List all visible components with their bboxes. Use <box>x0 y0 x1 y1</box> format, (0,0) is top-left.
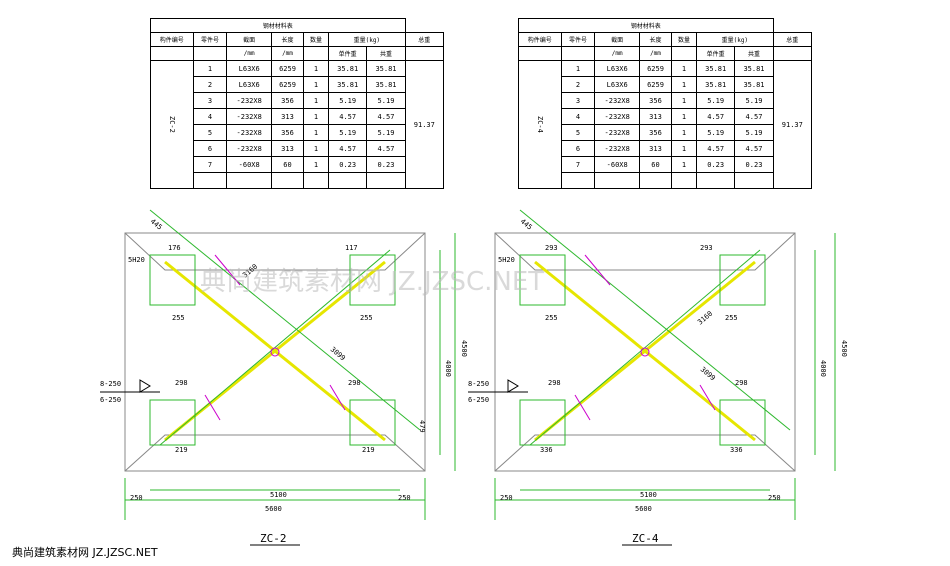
outline <box>124 232 426 472</box>
dim-label: 255 <box>360 314 373 322</box>
dim-label: 250 <box>398 494 411 502</box>
bolt-label: 8-250 <box>468 380 489 388</box>
dim-label: 293 <box>700 244 713 252</box>
dim-label: 298 <box>348 379 361 387</box>
weld-label: 5H20 <box>498 256 515 264</box>
table-cell: 313 <box>638 140 673 157</box>
gusset-plate <box>719 254 766 306</box>
dim-label: 117 <box>345 244 358 252</box>
dim-label: 176 <box>168 244 181 252</box>
bolt-label: 8-250 <box>100 380 121 388</box>
table-row-empty <box>519 172 812 189</box>
table-cell <box>560 172 596 189</box>
dim-label: 5600 <box>635 505 652 513</box>
table-cell: 0.23 <box>734 156 774 173</box>
dim-label: 250 <box>768 494 781 502</box>
table-cell <box>270 172 305 189</box>
dim-label: 336 <box>730 446 743 454</box>
gusset-plate <box>519 399 566 446</box>
table-cell <box>734 172 774 189</box>
dim-label: 5100 <box>640 491 657 499</box>
gusset-plate <box>719 399 766 446</box>
center-node <box>270 347 280 357</box>
gusset-plate <box>149 399 196 446</box>
dim-label: 250 <box>500 494 513 502</box>
dim-label: 298 <box>735 379 748 387</box>
footer-credit: 典尚建筑素材网 JZ.JZSC.NET <box>12 546 158 559</box>
dim-label: 219 <box>362 446 375 454</box>
bracing-drawing-right: 5100 5600 250 250 4000 4500 3160 3099 5H… <box>468 209 848 546</box>
bolt-label: 6-250 <box>100 396 121 404</box>
brace-2 <box>164 260 386 442</box>
brace-2 <box>534 260 756 442</box>
outline <box>494 232 796 472</box>
leader <box>584 254 611 286</box>
table-cell: 313 <box>270 108 305 125</box>
dim-label: 479 <box>418 420 426 433</box>
table-cell <box>638 172 673 189</box>
leader <box>574 394 591 421</box>
dim-label: 293 <box>545 244 558 252</box>
dim-label: 255 <box>545 314 558 322</box>
dim-label: 4000 <box>444 360 452 377</box>
dim-label: 3160 <box>696 310 714 327</box>
member-id: ZC-2 <box>150 60 194 189</box>
dim-label: 4500 <box>460 340 468 357</box>
material-table-left: 钢材材料表 构件编号 零件号 截面 长度 数量 重量(kg) 总重 /mm/mm… <box>150 18 445 189</box>
member-id: ZC-4 <box>518 60 562 189</box>
dim-label: 5100 <box>270 491 287 499</box>
gusset-plate <box>149 254 196 306</box>
gusset-plate <box>519 254 566 306</box>
dim-label: 255 <box>725 314 738 322</box>
leader <box>214 254 241 286</box>
leader <box>699 384 716 411</box>
dim-label: 250 <box>130 494 143 502</box>
leader <box>204 394 221 421</box>
outline-bottom <box>124 434 426 472</box>
table-cell <box>192 172 228 189</box>
bolt-label: 6-250 <box>468 396 489 404</box>
outline-top <box>124 232 426 271</box>
dim-diag <box>519 209 791 431</box>
weld-label: 5H20 <box>128 256 145 264</box>
flag-icon <box>507 379 519 393</box>
dim-label: 219 <box>175 446 188 454</box>
dim-label: 298 <box>175 379 188 387</box>
drawing-caption: ZC-2 <box>260 532 287 545</box>
watermark: 典尚建筑素材网 JZ.JZSC.NET <box>200 267 544 297</box>
dim-label: 336 <box>540 446 553 454</box>
material-table-right: 钢材材料表 构件编号 零件号 截面 长度 数量 重量(kg) 总重 /mm/mm… <box>518 18 813 189</box>
dim-label: 255 <box>172 314 185 322</box>
total-weight: 91.37 <box>772 60 813 189</box>
dim-label: 4500 <box>840 340 848 357</box>
dim-label: 3099 <box>329 345 347 362</box>
dim-label: 5600 <box>265 505 282 513</box>
dim-label: 4000 <box>819 360 827 377</box>
leader <box>329 384 346 411</box>
dim-label: 298 <box>548 379 561 387</box>
gusset-plate <box>349 254 396 306</box>
total-weight: 91.37 <box>404 60 445 189</box>
center-node <box>640 347 650 357</box>
table-row-empty <box>151 172 444 189</box>
outline-top <box>494 232 796 271</box>
table-cell <box>366 172 406 189</box>
gusset-plate <box>349 399 396 446</box>
outline-bottom <box>494 434 796 472</box>
dim-diag <box>149 209 421 431</box>
drawing-caption: ZC-4 <box>632 532 659 545</box>
flag-icon <box>139 379 151 393</box>
bracing-drawing-left: 5100 5600 250 250 4000 4500 3160 3099 5H… <box>100 209 468 546</box>
